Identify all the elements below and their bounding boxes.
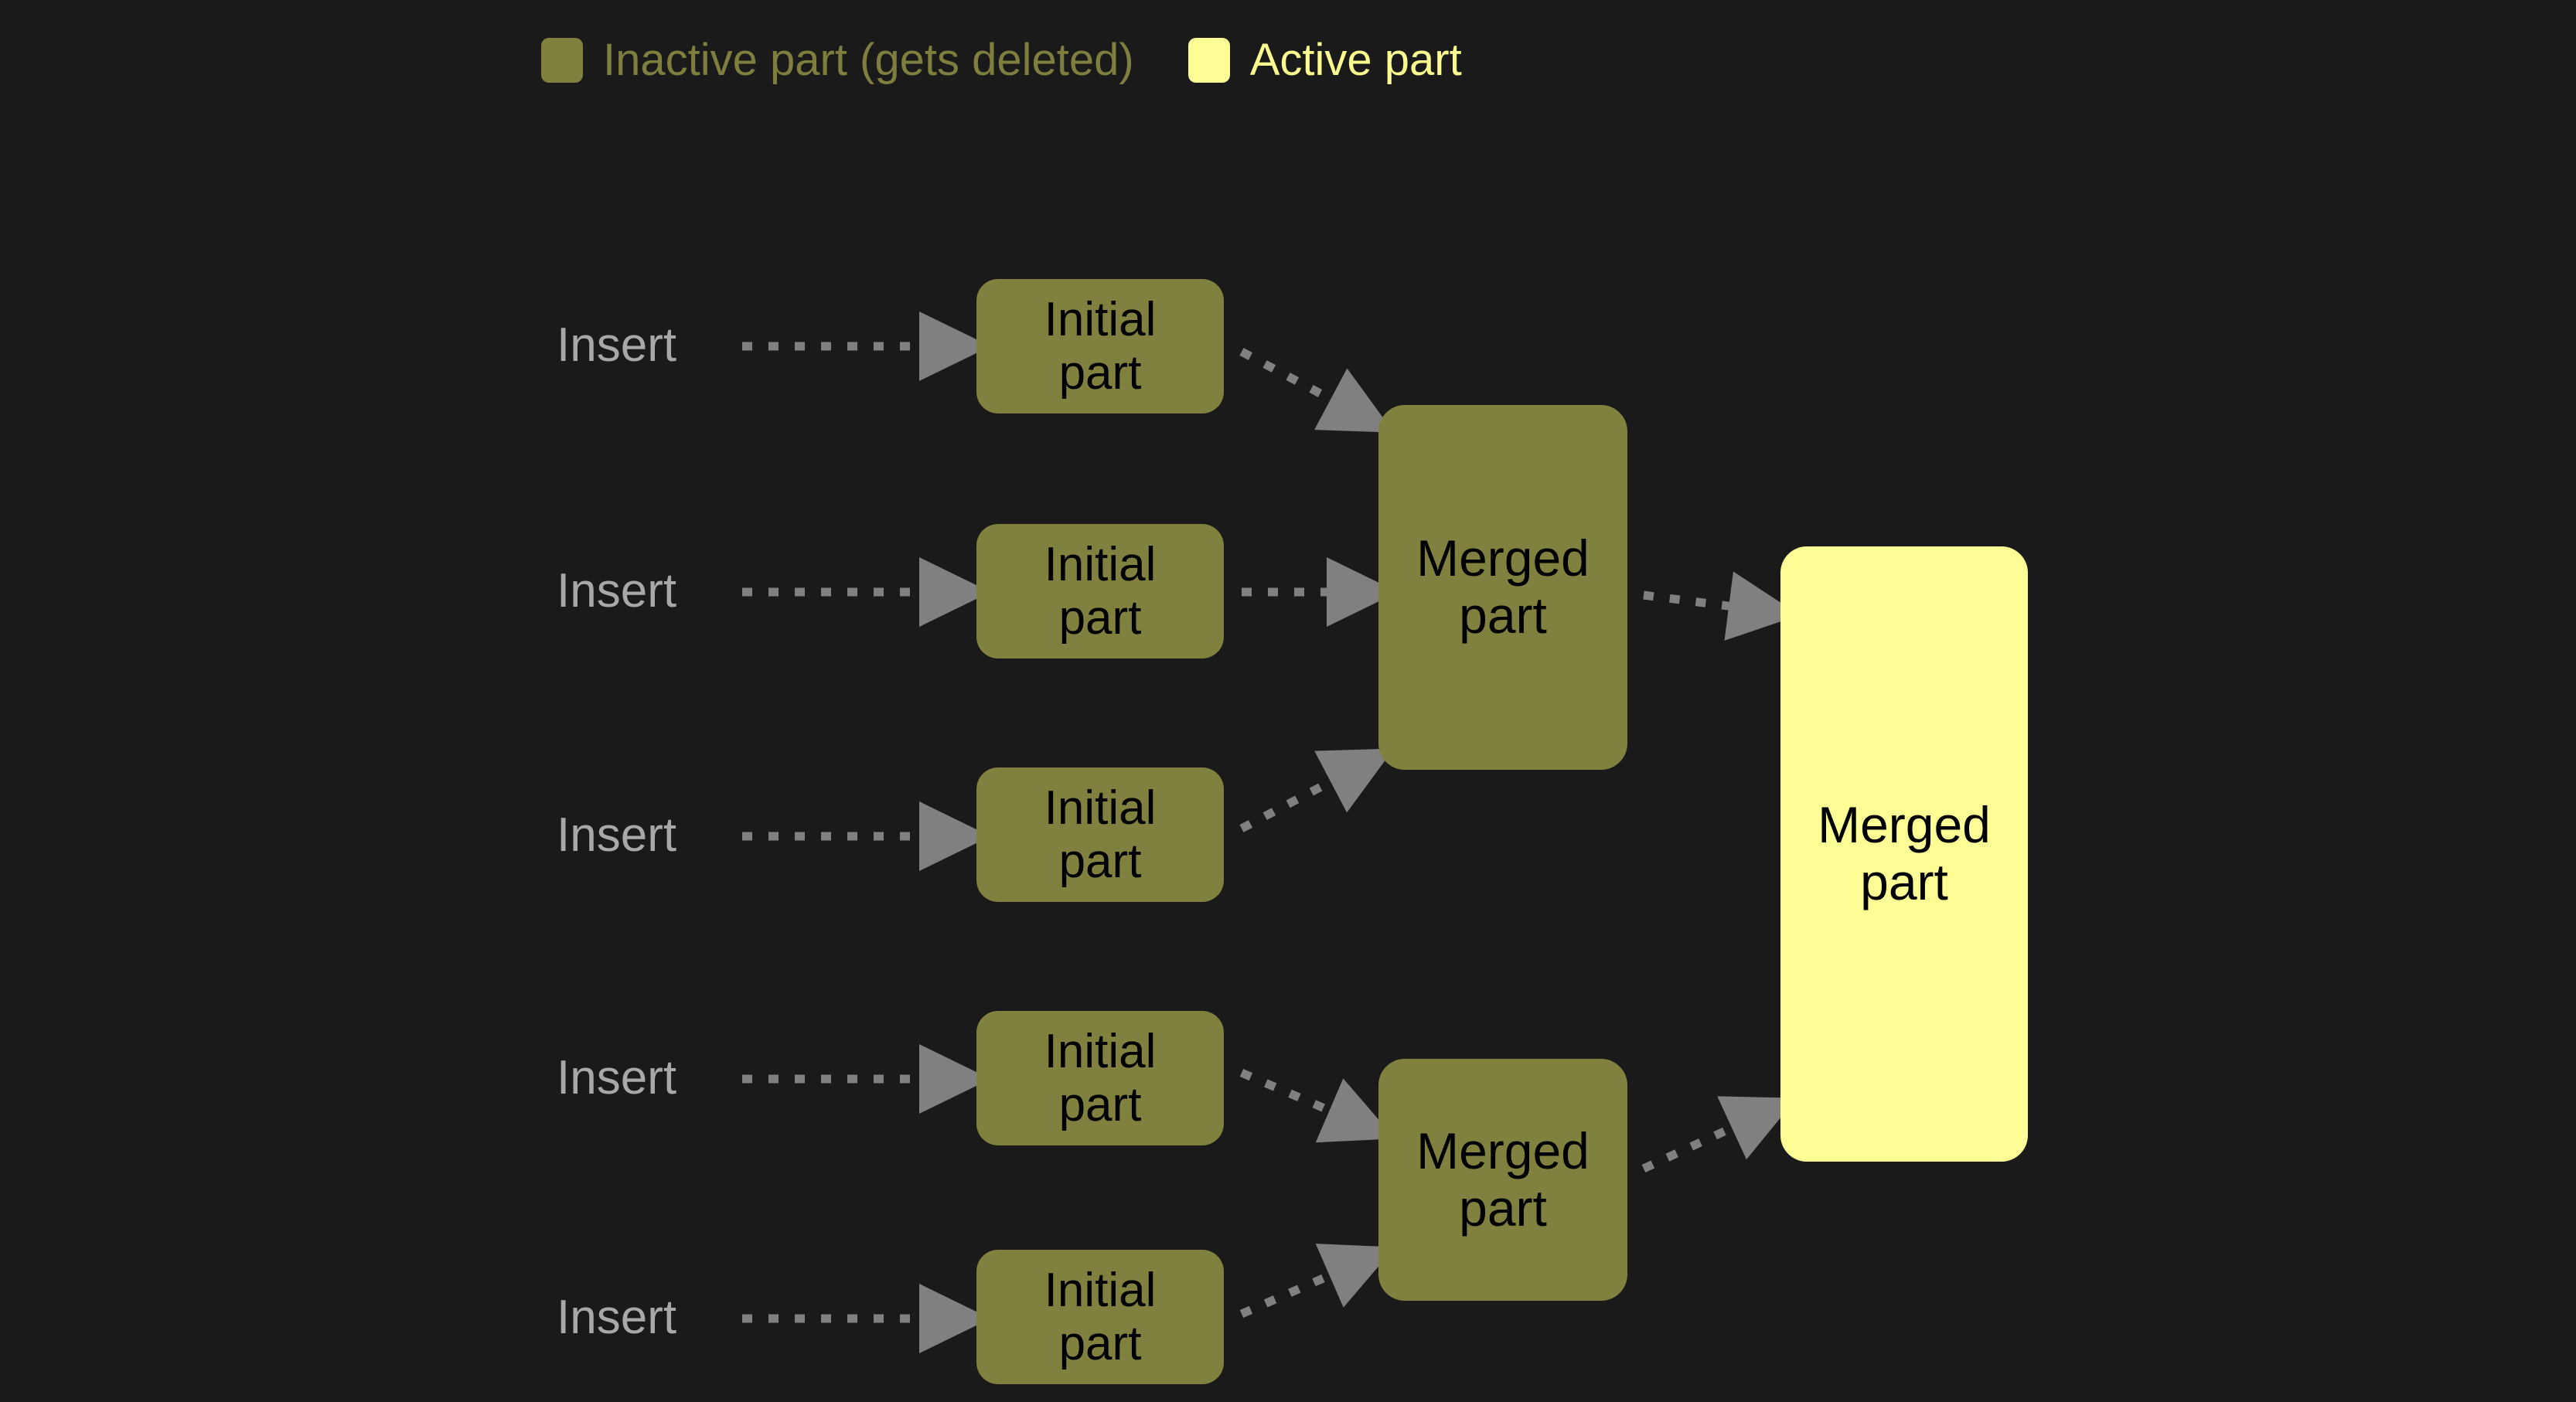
legend-item-active: Active part bbox=[1187, 35, 1462, 85]
initial-part-node-5[interactable]: Initial part bbox=[976, 1250, 1224, 1384]
initial-part-node-1-line1: Initial bbox=[1044, 292, 1157, 346]
legend-label-inactive: Inactive part (gets deleted) bbox=[603, 35, 1134, 85]
insert-label-2: Insert bbox=[557, 564, 677, 618]
edge-initial-part-4-to-merged-part-2 bbox=[1239, 1068, 1395, 1143]
insert-label-4: Insert bbox=[557, 1051, 677, 1104]
merged-part-node-2-line2: part bbox=[1459, 1179, 1547, 1237]
merged-part-node-1-text: Merged part bbox=[1416, 529, 1590, 645]
insert-label-1: Insert bbox=[557, 318, 677, 372]
merged-part-node-2-line1: Merged bbox=[1416, 1121, 1590, 1179]
merged-part-node-1-line2: part bbox=[1459, 587, 1547, 644]
initial-part-node-2-text: Initial part bbox=[1044, 538, 1157, 645]
edge-initial-part-3-to-merged-part-1 bbox=[1239, 748, 1394, 832]
legend-item-inactive: Inactive part (gets deleted) bbox=[541, 38, 1134, 83]
edge-initial-part-5-to-merged-part-2 bbox=[1239, 1244, 1395, 1319]
merged-part-node-2-text: Merged part bbox=[1416, 1121, 1590, 1237]
merged-part-node-1-line1: Merged bbox=[1416, 529, 1590, 587]
initial-part-node-1-line2: part bbox=[1058, 346, 1142, 400]
edge-merged-part-2-to-final-merged-part bbox=[1641, 1096, 1797, 1172]
final-merged-part-node-text: Merged part bbox=[1818, 796, 1991, 911]
initial-part-node-4[interactable]: Initial part bbox=[976, 1011, 1224, 1145]
initial-part-node-1-text: Initial part bbox=[1044, 293, 1157, 400]
initial-part-node-3[interactable]: Initial part bbox=[976, 767, 1224, 902]
inactive-part-swatch-icon bbox=[541, 38, 583, 83]
final-merged-part-node-line2: part bbox=[1860, 853, 1948, 910]
insert-label-3: Insert bbox=[557, 808, 677, 862]
legend-label-active: Active part bbox=[1249, 35, 1462, 85]
edge-merged-part-1-to-final-merged-part bbox=[1643, 571, 1800, 641]
edge-initial-part-1-to-merged-part-1 bbox=[1239, 348, 1394, 433]
initial-part-node-4-line2: part bbox=[1058, 1078, 1142, 1131]
initial-part-node-4-text: Initial part bbox=[1044, 1025, 1157, 1132]
initial-part-node-2-line2: part bbox=[1058, 591, 1142, 645]
initial-part-node-5-line2: part bbox=[1058, 1317, 1142, 1370]
legend: Inactive part (gets deleted) Active part bbox=[541, 22, 1462, 99]
initial-part-node-1[interactable]: Initial part bbox=[976, 279, 1224, 413]
merged-part-node-2[interactable]: Merged part bbox=[1378, 1059, 1627, 1301]
initial-part-node-3-text: Initial part bbox=[1044, 781, 1157, 889]
initial-part-node-4-line1: Initial bbox=[1044, 1024, 1157, 1078]
merged-part-node-1[interactable]: Merged part bbox=[1378, 405, 1627, 770]
initial-part-node-2-line1: Initial bbox=[1044, 537, 1157, 591]
insert-label-5: Insert bbox=[557, 1291, 677, 1344]
initial-part-node-3-line1: Initial bbox=[1044, 781, 1157, 835]
active-part-swatch-icon bbox=[1187, 38, 1230, 83]
initial-part-node-5-text: Initial part bbox=[1044, 1264, 1157, 1371]
initial-part-node-3-line2: part bbox=[1058, 835, 1142, 888]
final-merged-part-node-line1: Merged bbox=[1818, 796, 1991, 854]
initial-part-node-2[interactable]: Initial part bbox=[976, 524, 1224, 658]
final-merged-part-node[interactable]: Merged part bbox=[1780, 546, 2028, 1162]
initial-part-node-5-line1: Initial bbox=[1044, 1263, 1157, 1317]
